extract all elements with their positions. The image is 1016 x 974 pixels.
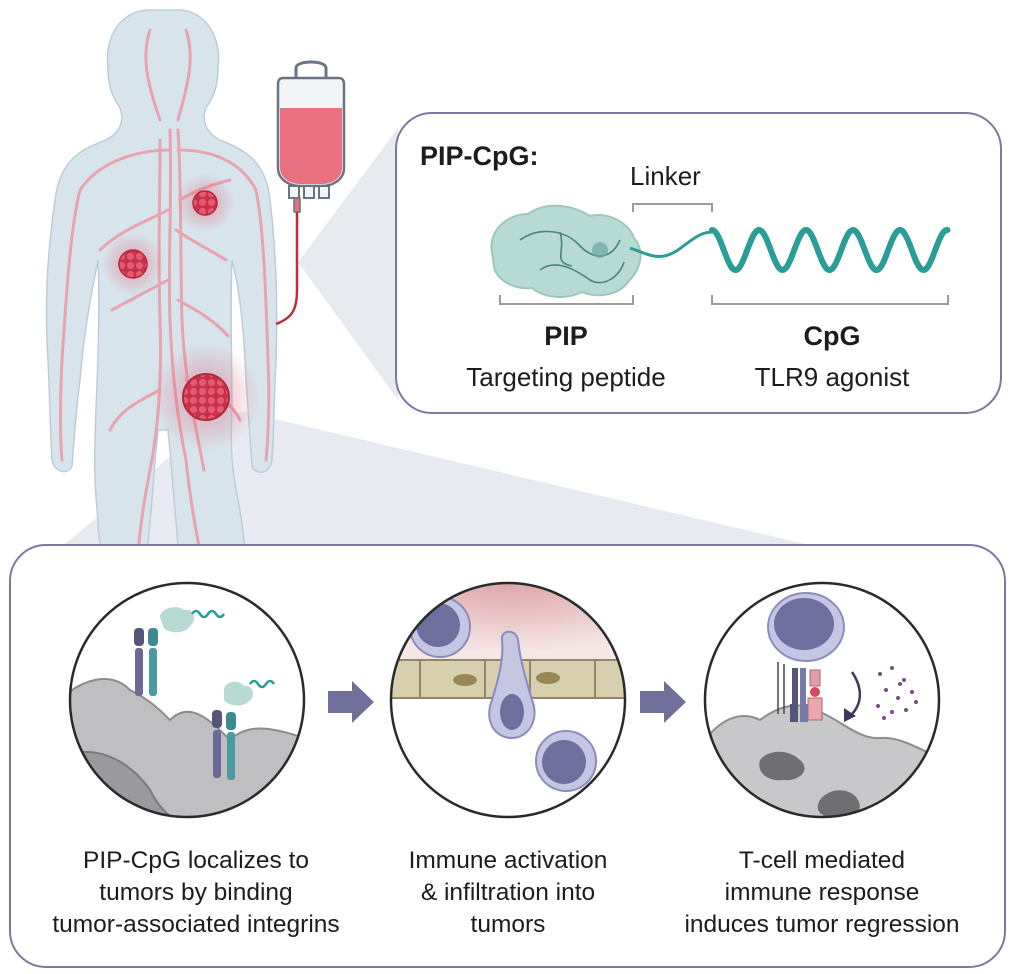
step1-caption: PIP-CpG localizes to tumors by binding t… xyxy=(52,847,339,938)
step3-caption: T-cell mediated immune response induces … xyxy=(684,847,959,938)
step3-caption-line3: induces tumor regression xyxy=(684,911,959,938)
construct-panel: PIP-CpG: Linker PIP Targeting peptide Cp… xyxy=(395,112,1002,414)
cpg-name: CpG xyxy=(804,321,861,351)
step2-caption: Immune activation & infiltration into tu… xyxy=(409,847,608,938)
step1-illustration xyxy=(68,581,306,819)
linker-label: Linker xyxy=(630,161,701,191)
pip-name: PIP xyxy=(544,321,588,351)
tumor-abdomen xyxy=(151,342,261,452)
cpg-description: TLR9 agonist xyxy=(755,362,910,392)
tumor-lung xyxy=(101,232,165,296)
cpg-bracket xyxy=(711,295,949,305)
linker-strand xyxy=(629,230,713,258)
mechanism-panel: PIP-CpG localizes to tumors by binding t… xyxy=(9,544,1006,968)
pip-description: Targeting peptide xyxy=(466,362,665,392)
step-arrow-2 xyxy=(640,681,686,723)
step-arrow-1 xyxy=(328,681,374,723)
step2-caption-line3: tumors xyxy=(471,911,546,938)
step2-caption-line1: Immune activation xyxy=(409,847,608,874)
step3-caption-line1: T-cell mediated xyxy=(739,847,905,874)
zoom-wedge-top xyxy=(298,128,398,400)
cpg-helix xyxy=(709,226,951,274)
step3-caption-line2: immune response xyxy=(725,879,920,906)
step2-caption-line2: & infiltration into xyxy=(421,879,595,906)
step1-caption-line3: tumor-associated integrins xyxy=(52,911,339,938)
step1-caption-line1: PIP-CpG localizes to xyxy=(83,847,309,874)
step3-illustration xyxy=(703,581,941,819)
tumor-chest xyxy=(175,173,235,233)
step1-caption-line2: tumors by binding xyxy=(99,879,292,906)
construct-title: PIP-CpG: xyxy=(420,141,539,171)
linker-bracket xyxy=(632,203,713,212)
pip-bracket xyxy=(499,295,634,305)
pip-peptide xyxy=(490,204,642,298)
iv-bag xyxy=(275,60,346,326)
